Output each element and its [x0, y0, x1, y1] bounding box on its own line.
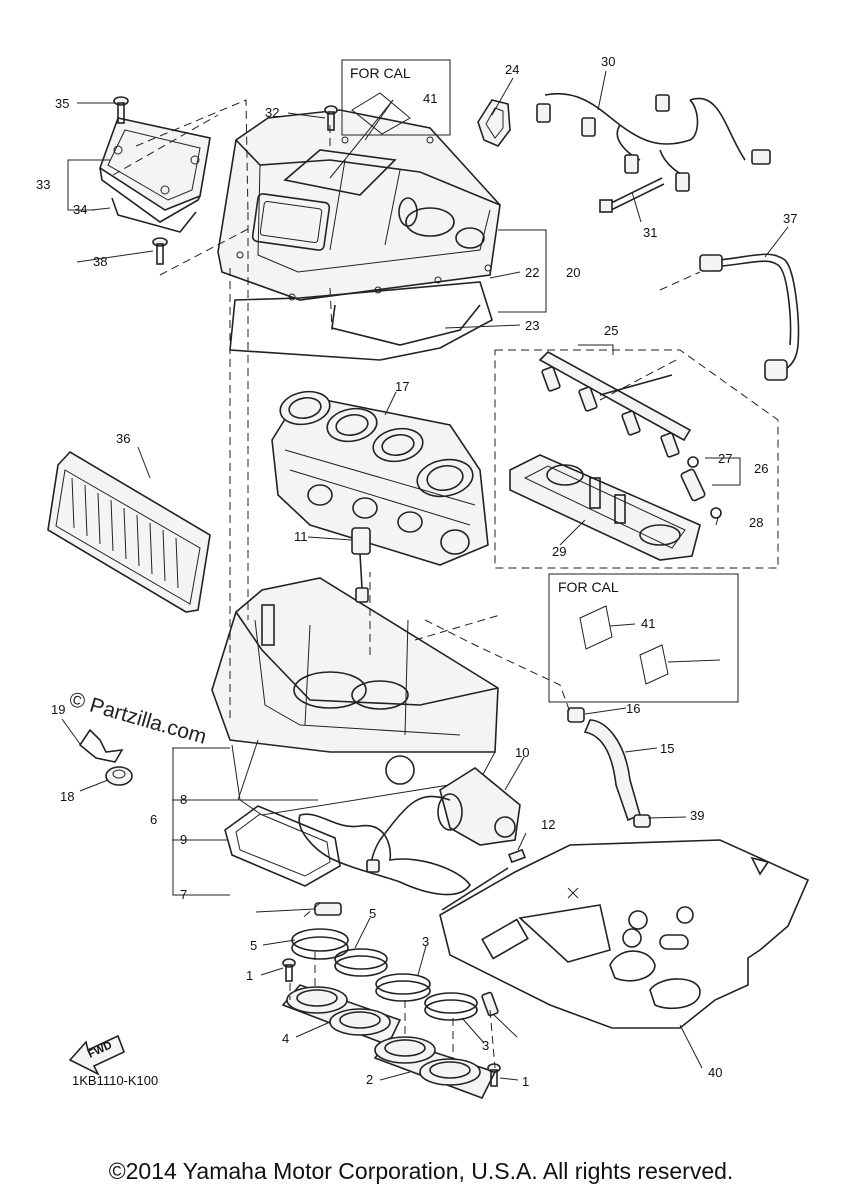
- callout-30: 33: [36, 177, 50, 192]
- damper-16: [105, 766, 133, 786]
- callout-39: 41: [641, 616, 655, 631]
- valve-10: [366, 767, 521, 873]
- callout-10: 10: [515, 745, 529, 760]
- callout-18: 20: [566, 265, 580, 280]
- callout-32: 35: [55, 96, 69, 111]
- sensor-41b: [481, 991, 499, 1017]
- callout-37: 40: [708, 1065, 722, 1080]
- bracket-17: [78, 728, 124, 763]
- throttle-body-15: [271, 390, 489, 566]
- seal-sheet-37: [439, 839, 810, 1029]
- callout-2: 2: [366, 1072, 373, 1087]
- callout-35: 38: [93, 254, 107, 269]
- sensor-41a: [314, 902, 342, 916]
- for-cal-box-bottom: FOR CAL: [548, 573, 739, 703]
- assembly-guides: [112, 99, 779, 1069]
- callout-34: 37: [783, 211, 797, 226]
- fwd-arrow-icon: FWD: [68, 1034, 126, 1076]
- small-cover-30: [99, 117, 211, 233]
- clamp-5a: [291, 928, 349, 960]
- callout-28: 31: [643, 225, 657, 240]
- for-cal-label-bottom: FOR CAL: [558, 579, 619, 595]
- callout-5a: 5: [250, 938, 257, 953]
- callout-21: 24: [505, 62, 519, 77]
- callout-20: 23: [525, 318, 539, 333]
- air-cleaner-case-top: [217, 99, 511, 361]
- leader-lines: [61, 70, 789, 1081]
- intake-joint-4: [281, 984, 402, 1047]
- callout-19: 22: [525, 265, 539, 280]
- clamp-3b: [424, 992, 478, 1021]
- callout-23: 26: [754, 461, 768, 476]
- air-cleaner-case-lower: [211, 577, 499, 816]
- callout-8: 8: [180, 792, 187, 807]
- gasket-9: [224, 805, 341, 887]
- fuel-rail-22: [538, 351, 692, 458]
- callout-31: 34: [73, 202, 87, 217]
- copyright-notice: ©2014 Yamaha Motor Corporation, U.S.A. A…: [108, 1158, 734, 1184]
- wire-harness-27: [536, 92, 771, 192]
- screw-1a: [282, 958, 296, 982]
- callout-16: 18: [60, 789, 74, 804]
- callout-27: 30: [601, 54, 615, 69]
- callout-24: 27: [718, 451, 732, 466]
- screw-29: [324, 105, 338, 131]
- diagram-part-number: 1KB1110-K100: [72, 1073, 158, 1088]
- fuel-pipe-34: [699, 253, 800, 381]
- callout-22: 25: [604, 323, 618, 338]
- screw-1b: [487, 1063, 501, 1087]
- screw-32: [113, 96, 129, 124]
- callout-11: 11: [294, 529, 308, 544]
- callout-17: 19: [51, 702, 65, 717]
- screw-35: [152, 237, 168, 265]
- plate-26: [509, 454, 701, 561]
- callout-9: 9: [180, 832, 187, 847]
- callout-3b: 3: [482, 1038, 489, 1053]
- callout-labels: 35 33 34 38 32 41 24 30 31 37 22 20 23 2…: [36, 54, 797, 1089]
- clamp-5b: [334, 948, 388, 977]
- grommet-21: [477, 99, 511, 147]
- callout-26: 29: [552, 544, 566, 559]
- callout-brackets: [67, 159, 741, 896]
- callout-25: 28: [749, 515, 763, 530]
- bolt-12: [508, 848, 526, 864]
- callout-15: 17: [395, 379, 409, 394]
- callout-12: 12: [541, 817, 555, 832]
- callout-13: 15: [660, 741, 674, 756]
- callout-1b: 1: [522, 1074, 529, 1089]
- callout-38: 41: [423, 91, 437, 106]
- callout-7: 7: [180, 887, 187, 902]
- hose-13: [567, 707, 651, 828]
- for-cal-label-top: FOR CAL: [350, 65, 411, 81]
- callout-36: 39: [690, 808, 704, 823]
- partzilla-watermark: © Partzilla.com: [67, 688, 209, 749]
- callout-3a: 3: [422, 934, 429, 949]
- intake-joint-2: [373, 1036, 497, 1100]
- callout-33: 36: [116, 431, 130, 446]
- callout-5b: 5: [369, 906, 376, 921]
- callout-4: 4: [282, 1031, 289, 1046]
- callout-14: 16: [626, 701, 640, 716]
- cable-tie-28: [599, 177, 665, 213]
- gasket-8: [298, 813, 471, 896]
- air-filter-element-33: [47, 450, 211, 613]
- clamp-3a: [375, 973, 431, 1002]
- callout-6: 6: [150, 812, 157, 827]
- callout-1a: 1: [246, 968, 253, 983]
- sensor-11: [351, 527, 371, 603]
- injector-23: [680, 456, 722, 519]
- callout-29: 32: [265, 105, 279, 120]
